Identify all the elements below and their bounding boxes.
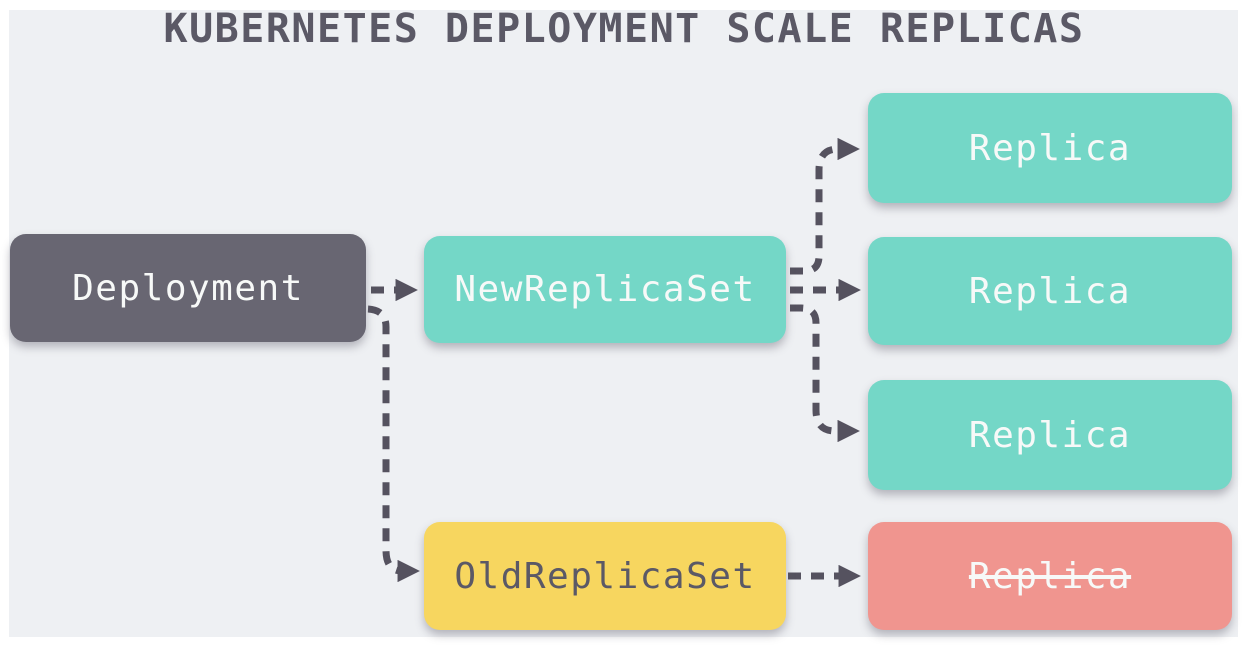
node-deployment: Deployment: [10, 234, 366, 342]
node-replica-bottom-label: Replica: [968, 414, 1132, 456]
node-old-replica: Replica: [868, 522, 1232, 630]
node-new-replica-set: NewReplicaSet: [424, 236, 786, 343]
node-deployment-label: Deployment: [72, 267, 304, 309]
node-old-replica-set-label: OldReplicaSet: [454, 555, 756, 597]
node-old-replica-set: OldReplicaSet: [424, 522, 786, 630]
node-replica-middle-label: Replica: [968, 270, 1132, 312]
diagram-title: KUBERNETES DEPLOYMENT SCALE REPLICAS: [163, 6, 1085, 52]
node-old-replica-label: Replica: [968, 555, 1132, 597]
node-replica-top-label: Replica: [968, 127, 1132, 169]
node-new-replica-set-label: NewReplicaSet: [454, 269, 756, 310]
node-replica-top: Replica: [868, 93, 1232, 203]
node-replica-middle: Replica: [868, 237, 1232, 345]
node-replica-bottom: Replica: [868, 380, 1232, 490]
